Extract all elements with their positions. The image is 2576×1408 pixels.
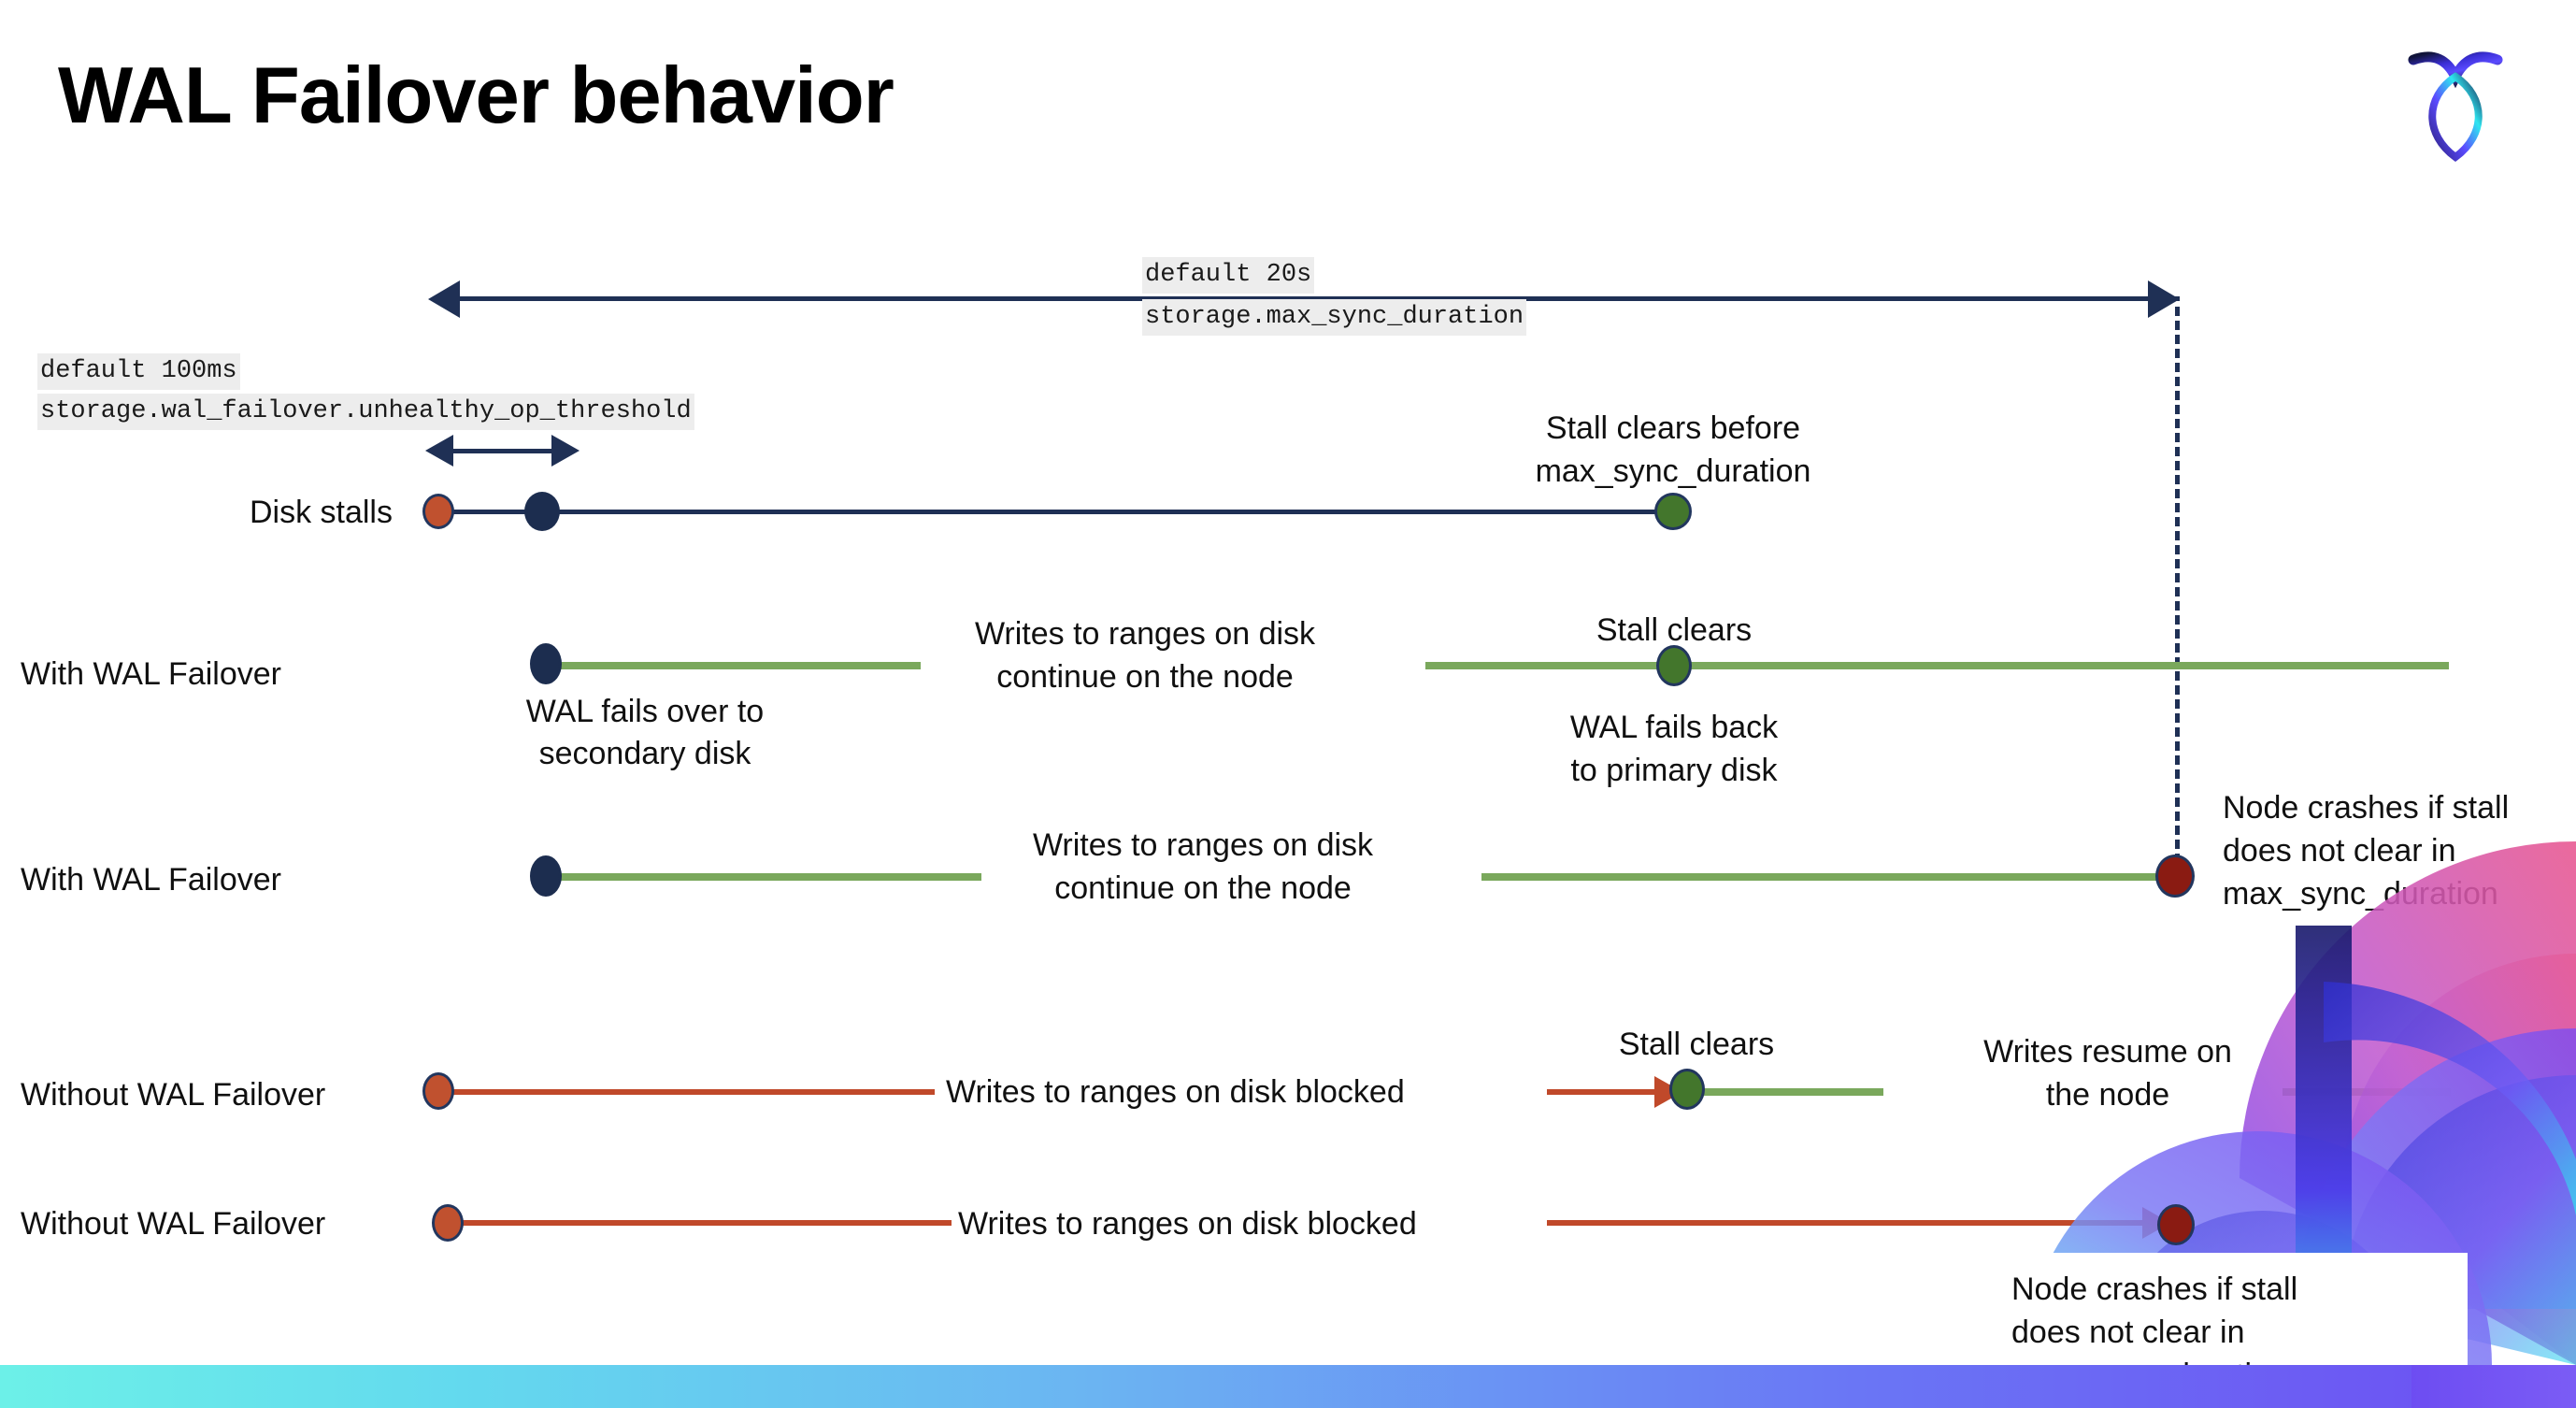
wal-failover-2-start-marker: [530, 855, 562, 897]
span-arrow-left-icon: [428, 280, 460, 318]
without-failover-1-resume-note-line1: Writes resume on: [1983, 1034, 2232, 1070]
without-failover-1-blocked-line: [439, 1089, 935, 1095]
without-failover-1-start-marker: [422, 1072, 454, 1110]
wal-failover-2-segment-left: [542, 873, 981, 881]
without-failover-1-clear-note: Stall clears: [1618, 1027, 1775, 1062]
without-failover-1-blocked-line-2: [1547, 1089, 1664, 1095]
without-failover-1-clears-marker: [1669, 1069, 1705, 1110]
wal-failover-2-crash-note-line1: Node crashes if stall: [2223, 790, 2510, 826]
disk-stall-clears-marker: [1654, 493, 1692, 530]
cockroachdb-logo-icon: [2402, 36, 2510, 166]
unhealthy-default-chip: default 100ms: [37, 353, 240, 391]
unhealthy-threshold-span-line: [439, 449, 561, 453]
wal-failover-1-back-note-line2: to primary disk: [1570, 753, 1778, 788]
wal-failover-2-mid-note-line1: Writes to ranges on disk: [1032, 827, 1374, 863]
disk-stalls-note-line1: Stall clears before: [1545, 410, 1801, 446]
unhealthy-name-chip: storage.wal_failover.unhealthy_op_thresh…: [37, 394, 694, 431]
without-failover-2-blocked-line: [447, 1220, 952, 1226]
without-failover-2-start-marker: [432, 1204, 464, 1242]
wal-failover-1-segment-left: [542, 662, 921, 669]
max-sync-default-chip: default 20s: [1142, 257, 1315, 295]
without-failover-2-blocked-note: Writes to ranges on disk blocked: [958, 1206, 1417, 1242]
max-sync-name-chip: storage.max_sync_duration: [1142, 299, 1527, 337]
wal-failover-1-segment-right: [1425, 662, 2449, 669]
wal-failover-1-start-note-line2: secondary disk: [538, 736, 751, 771]
max-sync-dashed-dropline: [2175, 307, 2180, 877]
wal-failover-1-mid-note-line1: Writes to ranges on disk: [974, 616, 1316, 652]
row-label-disk-stalls: Disk stalls: [249, 495, 393, 530]
disk-stall-threshold-marker: [524, 492, 560, 531]
wal-failover-1-start-note-line1: WAL fails over to: [525, 694, 765, 729]
wal-failover-2-segment-right: [1481, 873, 2173, 881]
row-label-without-wal-failover-1: Without WAL Failover: [21, 1077, 326, 1113]
row-label-without-wal-failover-2: Without WAL Failover: [21, 1206, 326, 1242]
wal-failover-1-mid-note-line2: continue on the node: [996, 659, 1294, 695]
wal-failover-2-crash-marker: [2155, 855, 2195, 898]
wal-failover-1-back-note-line1: WAL fails back: [1569, 710, 1779, 745]
wal-failover-1-start-marker: [530, 643, 562, 684]
disk-stalls-timeline: [439, 510, 1673, 514]
without-failover-2-crash-note-line2: does not clear in: [2011, 1315, 2245, 1350]
page-title: WAL Failover behavior: [58, 51, 894, 140]
wal-failover-1-clears-marker: [1656, 645, 1692, 686]
wal-failover-2-crash-note-line3: max_sync_duration: [2223, 876, 2498, 912]
without-failover-1-resume-line-2: [2283, 1088, 2451, 1096]
without-failover-2-crash-note-line1: Node crashes if stall: [2011, 1272, 2298, 1307]
bottom-gradient-bar-cap: [2411, 1365, 2576, 1408]
row-label-with-wal-failover-2: With WAL Failover: [21, 862, 281, 898]
without-failover-1-resume-line: [1692, 1088, 1883, 1096]
max-sync-duration-span-line: [436, 296, 2180, 301]
threshold-arrow-right-icon: [551, 435, 580, 467]
without-failover-1-resume-note-line2: the node: [2045, 1077, 2170, 1113]
disk-stalls-note-line2: max_sync_duration: [1535, 453, 1811, 489]
disk-stall-start-marker: [422, 494, 454, 529]
threshold-arrow-left-icon: [425, 435, 453, 467]
bottom-gradient-bar: [0, 1365, 2576, 1408]
wal-failover-2-crash-note-line2: does not clear in: [2223, 833, 2456, 869]
without-failover-2-blocked-line-2: [1547, 1220, 2154, 1226]
without-failover-1-blocked-note: Writes to ranges on disk blocked: [946, 1074, 1405, 1110]
wal-failover-1-clear-note: Stall clears: [1596, 612, 1753, 648]
without-failover-2-crash-marker: [2157, 1204, 2195, 1245]
span-arrow-right-icon: [2148, 280, 2180, 318]
row-label-with-wal-failover-1: With WAL Failover: [21, 656, 281, 692]
wal-failover-2-mid-note-line2: continue on the node: [1054, 870, 1352, 906]
